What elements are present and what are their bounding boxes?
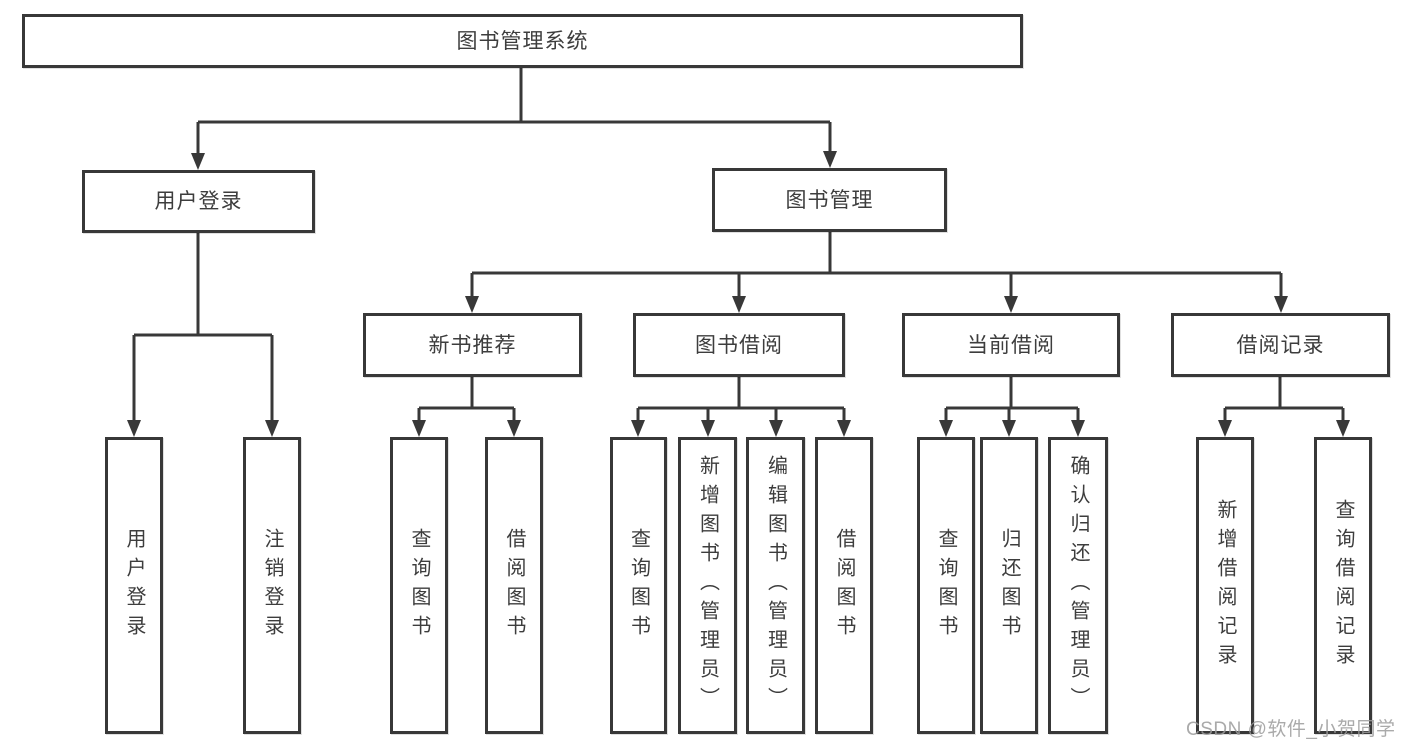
edge-current-borrow-to-leaves (939, 377, 1085, 437)
leaf-rec-borrow-book-label: 借阅图书 (503, 527, 525, 644)
node-new-book-rec-label: 新书推荐 (428, 333, 517, 357)
leaf-br-query-record: 查询借阅记录 (1314, 437, 1372, 734)
leaf-rec-borrow-book: 借阅图书 (485, 437, 543, 734)
leaf-logout-label: 注销登录 (261, 527, 283, 644)
leaf-bb-query-book-label: 查询图书 (627, 527, 650, 644)
leaf-bb-edit-book: 编辑图书（管理员） (746, 437, 805, 734)
leaf-cb-query-book: 查询图书 (917, 437, 975, 734)
leaf-cb-return-book-label: 归还图书 (998, 527, 1020, 644)
leaf-user-login-label: 用户登录 (123, 527, 145, 644)
node-borrow-records: 借阅记录 (1171, 313, 1390, 377)
arrowhead-icon (701, 420, 715, 437)
leaf-cb-confirm-return: 确认归还（管理员） (1048, 437, 1108, 734)
edge-book-borrow-to-leaves (631, 377, 851, 437)
arrowhead-icon (1004, 296, 1018, 313)
arrowhead-icon (412, 420, 426, 437)
arrowhead-icon (1071, 420, 1085, 437)
arrowhead-icon (837, 420, 851, 437)
leaf-br-add-record-label: 新增借阅记录 (1214, 498, 1236, 673)
leaf-bb-borrow-book: 借阅图书 (815, 437, 873, 734)
node-new-book-rec: 新书推荐 (363, 313, 582, 377)
node-current-borrow: 当前借阅 (902, 313, 1120, 377)
edge-root-to-level1 (191, 68, 837, 170)
node-user-login: 用户登录 (82, 170, 315, 233)
node-current-borrow-label: 当前借阅 (967, 333, 1055, 357)
leaf-bb-add-book-label: 新增图书（管理员） (696, 455, 719, 716)
edge-user-login-to-leaves (127, 233, 279, 437)
arrowhead-icon (1002, 420, 1016, 437)
node-book-borrow-label: 图书借阅 (695, 333, 783, 357)
leaf-bb-add-book: 新增图书（管理员） (678, 437, 737, 734)
leaf-rec-query-book-label: 查询图书 (408, 527, 430, 644)
leaf-bb-query-book: 查询图书 (610, 437, 667, 734)
arrowhead-icon (507, 420, 521, 437)
node-user-login-label: 用户登录 (154, 190, 243, 213)
leaf-bb-borrow-book-label: 借阅图书 (833, 527, 855, 644)
arrowhead-icon (127, 420, 141, 437)
node-book-borrow: 图书借阅 (633, 313, 845, 377)
node-book-mgmt-label: 图书管理 (785, 188, 874, 212)
leaf-user-login: 用户登录 (105, 437, 163, 734)
leaf-rec-query-book: 查询图书 (390, 437, 448, 734)
arrowhead-icon (823, 151, 837, 168)
edge-book-mgmt-to-level2 (465, 232, 1288, 313)
csdn-watermark: CSDN @软件_小贺同学 (1186, 719, 1396, 740)
leaf-cb-query-book-label: 查询图书 (935, 527, 957, 644)
node-book-mgmt: 图书管理 (712, 168, 947, 232)
leaf-cb-confirm-return-label: 确认归还（管理员） (1067, 455, 1089, 716)
node-root: 图书管理系统 (22, 14, 1023, 68)
arrowhead-icon (1218, 420, 1232, 437)
node-root-label: 图书管理系统 (456, 29, 589, 53)
arrowhead-icon (939, 420, 953, 437)
arrowhead-icon (769, 420, 783, 437)
arrowhead-icon (191, 153, 205, 170)
arrowhead-icon (732, 296, 746, 313)
arrowhead-icon (465, 296, 479, 313)
leaf-cb-return-book: 归还图书 (980, 437, 1038, 734)
arrowhead-icon (1336, 420, 1350, 437)
edge-new-book-rec-to-leaves (412, 377, 521, 437)
arrowhead-icon (631, 420, 645, 437)
edge-borrow-records-to-leaves (1218, 377, 1350, 437)
leaf-br-query-record-label: 查询借阅记录 (1332, 498, 1354, 673)
arrowhead-icon (1274, 296, 1288, 313)
leaf-bb-edit-book-label: 编辑图书（管理员） (764, 455, 787, 716)
node-borrow-records-label: 借阅记录 (1236, 333, 1325, 357)
arrowhead-icon (265, 420, 279, 437)
leaf-br-add-record: 新增借阅记录 (1196, 437, 1254, 734)
leaf-logout: 注销登录 (243, 437, 301, 734)
